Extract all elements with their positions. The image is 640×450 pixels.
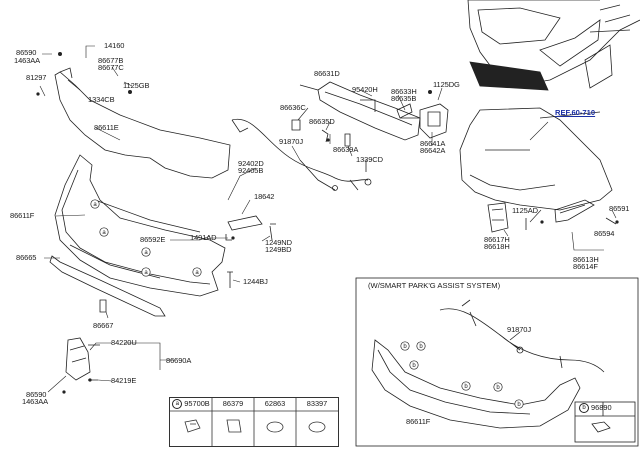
callout-b-6: b: [517, 402, 521, 408]
label-86590-bottom: 86590: [26, 390, 47, 399]
callout-b-3: b: [412, 363, 416, 369]
label-1125gb: 1125GB: [123, 81, 150, 90]
part-icon-86379: [226, 419, 242, 433]
label-86618h: 86618H: [484, 242, 510, 251]
label-86592e: 86592E: [140, 235, 166, 244]
reflector-18642: [227, 215, 263, 231]
bracket-86641a: [419, 103, 449, 139]
label-1463aa-top: 1463AA: [14, 56, 41, 65]
lower-strip-86665: [49, 255, 166, 317]
table-header-1-text: 95700B: [184, 399, 210, 408]
callout-b-5: b: [496, 385, 500, 391]
car-tail-light: [539, 19, 601, 67]
car-rear-window: [477, 7, 561, 45]
table-header-4: 83397: [306, 399, 328, 408]
label-86639a: 86639A: [333, 145, 359, 154]
inset-frame: [355, 277, 639, 447]
label-86677b: 86677B: [98, 56, 124, 65]
parts-table-grid: [170, 398, 338, 446]
label-86594: 86594: [594, 229, 615, 238]
label-86590-top: 86590: [16, 48, 37, 57]
label-95420h: 95420H: [352, 85, 378, 94]
callout-b-1: b: [403, 344, 407, 350]
b-box-marker: b: [579, 403, 589, 414]
label-86667: 86667: [93, 321, 114, 330]
quarter-panel: [459, 107, 613, 211]
label-92402d: 92402D: [238, 159, 264, 168]
part-icon-62863: [266, 421, 284, 433]
label-86665: 86665: [16, 253, 37, 262]
table-marker-a: a: [172, 399, 183, 410]
inset-bumper: [371, 339, 581, 429]
label-86635d: 86635D: [309, 117, 335, 126]
part-icon-83397: [308, 421, 326, 433]
label-86641a: 86641A: [420, 139, 446, 148]
beam-86631d: [317, 81, 421, 141]
label-1244bj: 1244BJ: [243, 277, 268, 286]
upper-cover-86611e: [54, 71, 231, 179]
bracket-86617h: [487, 202, 509, 233]
label-1339cd: 1339CD: [356, 155, 383, 164]
ref-link[interactable]: REF.60-710: [555, 108, 596, 117]
label-18642: 18642: [254, 192, 275, 201]
table-header-3: 62863: [264, 399, 286, 408]
label-84220u: 84220U: [111, 338, 137, 347]
bracket-86613h: [554, 199, 595, 223]
label-1463aa-bottom: 1463AA: [22, 397, 49, 406]
label-84219e: 84219E: [111, 376, 137, 385]
label-1125dg: 1125DG: [433, 80, 460, 89]
label-91870j-inset: 91870J: [507, 325, 532, 334]
inset-title: (W/SMART PARK'G ASSIST SYSTEM): [368, 281, 501, 290]
label-91870j-main: 91870J: [279, 137, 304, 146]
rear-bumper-86611f: [54, 154, 226, 297]
callout-b-2: b: [419, 344, 423, 350]
label-86591: 86591: [609, 204, 630, 213]
callout-b-4: b: [464, 384, 468, 390]
label-1491ad: 1491AD: [190, 233, 217, 242]
b-box-part: 96890: [591, 403, 612, 412]
callout-a-5: a: [195, 270, 199, 276]
callout-a-4: a: [144, 270, 148, 276]
callout-a-3: a: [144, 250, 148, 256]
label-1249nd: 1249ND: [265, 238, 292, 247]
label-1125ad: 1125AD: [512, 206, 538, 215]
label-86617h: 86617H: [484, 235, 510, 244]
wiring-harness-91870j: [231, 118, 369, 191]
label-14160: 14160: [104, 41, 125, 50]
label-1334cb: 1334CB: [88, 95, 115, 104]
label-86633h: 86633H: [391, 87, 417, 96]
label-86611f-main: 86611F: [10, 211, 35, 220]
callout-a-1: a: [93, 202, 97, 208]
callout-a-2: a: [102, 230, 106, 236]
label-86642a: 86642A: [420, 146, 446, 155]
part-icon-95700b: [184, 419, 201, 433]
label-86613h: 86613H: [573, 255, 599, 264]
label-86614f: 86614F: [573, 262, 598, 271]
label-86636c: 86636C: [280, 103, 306, 112]
table-header-2: 86379: [222, 399, 244, 408]
corner-bracket-86690a: [65, 337, 91, 381]
label-86690a: 86690A: [166, 356, 192, 365]
label-1249bd: 1249BD: [265, 245, 292, 254]
label-86677c: 86677C: [98, 63, 124, 72]
label-86635b: 86635B: [391, 94, 417, 103]
label-86631d: 86631D: [314, 69, 340, 78]
label-86611e: 86611E: [94, 123, 119, 132]
label-86611f-inset: 86611F: [406, 417, 431, 426]
label-81297: 81297: [26, 73, 47, 82]
label-92405b: 92405B: [238, 166, 264, 175]
